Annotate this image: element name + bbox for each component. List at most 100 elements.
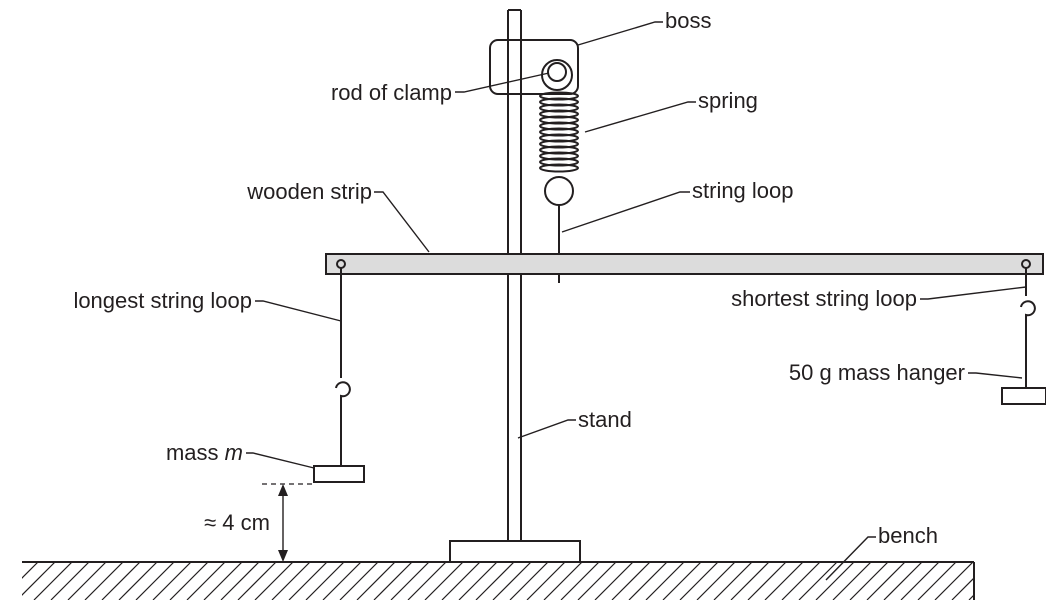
hatch-line [288,562,328,600]
hatch-line [764,562,804,600]
leader-spring [584,101,696,133]
boss [489,39,579,95]
mass-m-assembly [313,268,365,483]
label-mass-symbol: m [225,440,243,465]
label-mass-hanger: 50 g mass hanger [789,360,965,385]
hatch-line [917,562,957,600]
leader-longest-string-loop [255,300,342,322]
hatch-line [866,562,906,600]
hatch-line [509,562,549,600]
hatch-line [560,562,600,600]
hatch-line [645,562,685,600]
hatch-line [475,562,515,600]
hatch-line [67,562,107,600]
hatch-line [237,562,277,600]
hatch-line [696,562,736,600]
hatch-line [203,562,243,600]
leader-shortest-string-loop [920,286,1027,300]
hatch-line [934,562,974,600]
label-height: ≈ 4 cm [204,510,270,535]
hatch-line [747,562,787,600]
hatch-line [84,562,124,600]
hatch-line [50,562,90,600]
hatch-line [220,562,260,600]
label-string-loop: string loop [692,178,794,203]
spring-coil [539,163,579,173]
leader-lines [246,21,1027,581]
hatch-line [713,562,753,600]
mass-m [313,465,365,483]
stand-rod [507,9,522,541]
wooden-strip [325,253,1044,275]
hatch-line [679,562,719,600]
hatch-line [22,562,56,596]
hatch-line [33,562,73,600]
hatch-line [986,562,1024,600]
leader-mass-m [246,452,315,469]
mass-hanger [1001,387,1046,405]
hatch-line [594,562,634,600]
hatch-line [169,562,209,600]
label-mass-m: mass m [166,440,243,465]
label-spring: spring [698,88,758,113]
bench-hatching [22,562,1046,600]
hatch-line [254,562,294,600]
leader-wooden-strip [374,191,430,253]
hatch-line [339,562,379,600]
hatch-line [832,562,872,600]
leader-bench [825,536,876,581]
hatch-line [441,562,481,600]
spring-end-loop [544,176,574,206]
hatch-line [526,562,566,600]
label-wooden-strip: wooden strip [246,179,372,204]
hatch-line [186,562,226,600]
hatch-line [22,562,39,579]
hatch-line [577,562,617,600]
hatch-line [611,562,651,600]
label-shortest-string-loop: shortest string loop [731,286,917,311]
hatch-line [101,562,141,600]
hatch-line [322,562,362,600]
hatch-line [883,562,923,600]
hatch-line [543,562,583,600]
label-longest-string-loop: longest string loop [73,288,252,313]
hatch-line [662,562,702,600]
hatch-line [424,562,464,600]
hatch-line [492,562,532,600]
leader-string-loop [561,191,690,233]
mass-hanger-assembly [1001,268,1046,405]
label-bench: bench [878,523,938,548]
bench [22,561,1046,600]
stand-base [449,540,581,563]
hatch-line [1020,562,1046,600]
hatch-line [849,562,889,600]
leader-rod-of-clamp [455,72,550,93]
hatch-line [356,562,396,600]
label-stand: stand [578,407,632,432]
label-mass-prefix: mass [166,440,225,465]
hatch-line [373,562,413,600]
spring [539,91,579,173]
hatch-line [730,562,770,600]
hatch-line [271,562,311,600]
height-indicator [262,483,312,562]
rod-of-clamp [541,59,573,91]
hatch-line [458,562,498,600]
hatch-line [390,562,430,600]
hatch-line [118,562,158,600]
hatch-line [798,562,838,600]
hatch-line [951,577,974,600]
hatch-line [815,562,855,600]
hatch-line [900,562,940,600]
label-rod-of-clamp: rod of clamp [331,80,452,105]
leader-stand [517,419,576,439]
hatch-line [628,562,668,600]
hatch-line [152,562,192,600]
hatch-line [781,562,821,600]
hatch-line [407,562,447,600]
label-boss: boss [665,8,711,33]
hatch-line [305,562,345,600]
hatch-line [135,562,175,600]
leader-mass-hanger [968,372,1023,379]
